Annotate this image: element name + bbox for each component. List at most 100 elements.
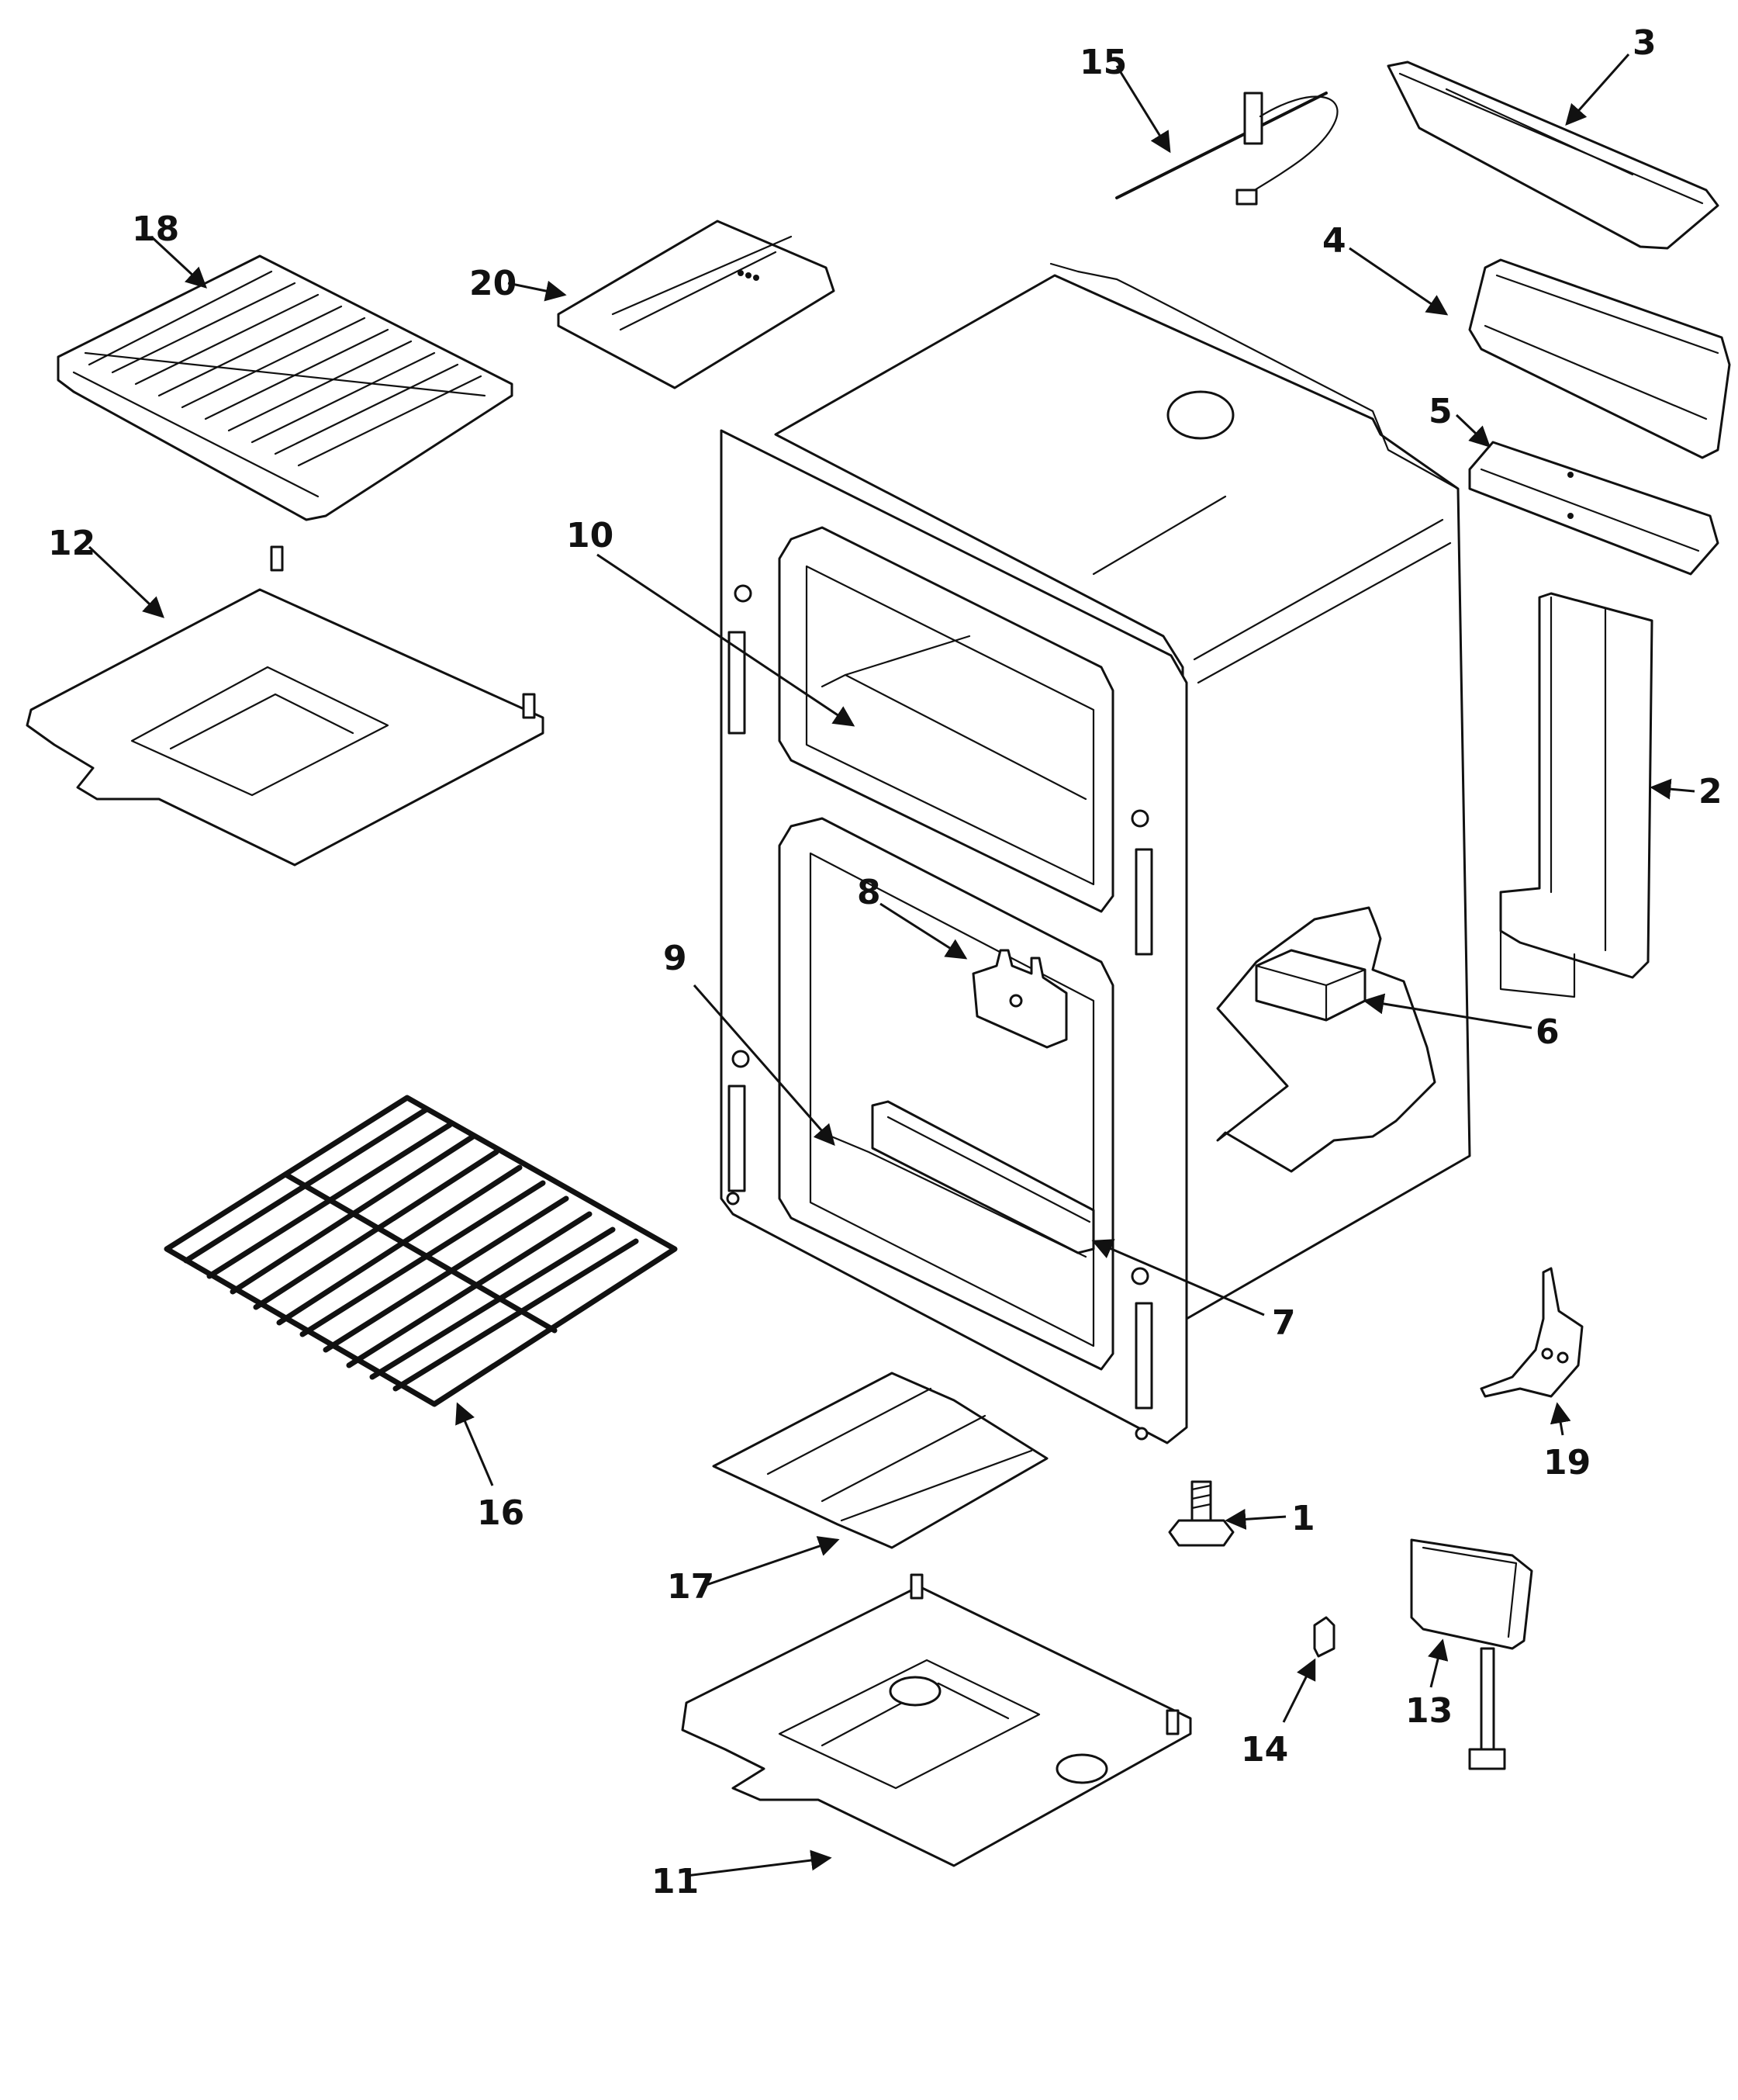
plate-hole — [1009, 994, 1023, 1008]
callout-2: 2 — [1698, 772, 1722, 811]
bracket-hole — [1567, 513, 1574, 519]
upper-oven-opening — [778, 526, 1114, 913]
part-19-hinge-bracket — [1480, 1267, 1584, 1398]
callout-1: 1 — [1291, 1499, 1315, 1538]
callout-3: 3 — [1633, 23, 1657, 63]
cover-plate-ridges — [611, 235, 793, 331]
callout-14: 14 — [1241, 1730, 1288, 1770]
leg-thread — [1190, 1484, 1212, 1510]
top-trim-slot — [1445, 88, 1634, 176]
sensor-probe — [1115, 92, 1328, 199]
frame-slot — [1135, 848, 1153, 956]
bake-panel-tab — [1166, 1709, 1180, 1735]
leader-1 — [1225, 1508, 1287, 1530]
bracket — [1468, 441, 1719, 576]
broiler-grid-lines — [72, 351, 486, 498]
frame-slot — [1135, 1302, 1153, 1410]
leader-16 — [455, 1402, 494, 1486]
control-box-edges — [1255, 964, 1367, 1022]
leader-15 — [1115, 65, 1171, 154]
oven-cavity — [720, 262, 1471, 1444]
bake-element — [778, 1659, 1041, 1790]
part-17-deflector — [712, 1372, 1049, 1549]
cavity-top-flange — [1049, 262, 1460, 490]
callout-12: 12 — [48, 524, 95, 563]
bake-panel-tab — [910, 1573, 924, 1600]
callout-13: 13 — [1405, 1691, 1453, 1731]
part-15-sensor — [1115, 92, 1339, 206]
callout-11: 11 — [651, 1862, 699, 1901]
side-channel-edge — [1550, 596, 1607, 952]
upper-bake-element — [130, 666, 389, 797]
sensor-mount — [1243, 92, 1263, 145]
leader-12 — [88, 545, 164, 618]
cover-plate — [557, 220, 835, 389]
part-3-top-trim — [1387, 61, 1719, 250]
vent-duct-edges — [1484, 274, 1719, 420]
leader-3 — [1565, 54, 1630, 126]
leader-17 — [701, 1536, 840, 1588]
part-12-bake-panel-upper — [26, 545, 544, 867]
part-2-side-channel — [1499, 592, 1653, 998]
callout-7: 7 — [1272, 1303, 1296, 1343]
bake-panel-hole — [889, 1676, 942, 1707]
side-channel — [1499, 592, 1653, 979]
bracket-edge — [1480, 468, 1700, 552]
part-20-cover — [557, 220, 835, 389]
callout-8: 8 — [857, 873, 881, 912]
part-13-switch — [1410, 1538, 1533, 1770]
cover-plate-hole — [745, 272, 752, 279]
callout-19: 19 — [1543, 1443, 1591, 1482]
lower-rail-edge — [886, 1116, 1091, 1223]
leader-8 — [879, 902, 968, 960]
frame-screw — [1131, 1267, 1149, 1285]
cavity-edge-line — [1193, 518, 1444, 661]
vent-duct — [1468, 258, 1731, 459]
part-8-plate — [972, 949, 1068, 1049]
bracket-hole — [1567, 472, 1574, 478]
leader-20 — [507, 280, 567, 302]
upper-oven-rail — [821, 635, 1087, 801]
cavity-top-vent-hole — [1166, 390, 1235, 440]
leader-7 — [1091, 1239, 1265, 1316]
frame-screw — [1135, 1427, 1149, 1441]
switch-face — [1422, 1546, 1518, 1638]
part-16-oven-rack — [164, 1095, 678, 1407]
leader-2 — [1650, 778, 1695, 800]
top-trim-lip — [1398, 72, 1704, 205]
upper-bake-panel-tab — [522, 693, 536, 719]
switch-housing — [1410, 1538, 1533, 1650]
upper-bake-panel-tab — [270, 545, 284, 572]
sensor-plug — [1235, 189, 1258, 206]
hinge-bracket — [1480, 1267, 1584, 1398]
frame-slot — [727, 631, 746, 735]
part-1-leveling-leg — [1168, 1480, 1235, 1547]
lower-oven-opening — [778, 817, 1114, 1371]
callout-labels: 1 2 3 4 5 6 7 8 9 10 11 12 13 14 15 16 1… — [48, 23, 1722, 1901]
deflector — [712, 1372, 1049, 1549]
part-5-bracket — [1468, 441, 1719, 576]
leader-14 — [1282, 1658, 1316, 1723]
callout-18: 18 — [132, 209, 179, 249]
top-trim — [1387, 61, 1719, 250]
leader-18 — [150, 235, 207, 289]
leader-4 — [1349, 247, 1449, 316]
switch-stem — [1480, 1647, 1495, 1759]
frame-screw — [734, 584, 752, 603]
callout-9: 9 — [663, 939, 687, 978]
sensor-wire — [1247, 95, 1339, 195]
frame-slot — [727, 1085, 746, 1192]
rail-detail-line — [821, 1131, 1087, 1258]
part-18-broiler-grid — [57, 254, 513, 521]
part-14-bulb — [1313, 1616, 1335, 1658]
upper-bake-panel — [26, 588, 544, 867]
hinge-hole — [1541, 1348, 1553, 1360]
leader-10 — [596, 553, 855, 727]
callout-4: 4 — [1322, 221, 1346, 261]
leader-11 — [686, 1849, 832, 1877]
cavity-edge-line — [1197, 541, 1452, 684]
leader-lines — [88, 54, 1695, 1877]
bulb — [1313, 1616, 1335, 1658]
side-channel-foot — [1499, 929, 1576, 998]
